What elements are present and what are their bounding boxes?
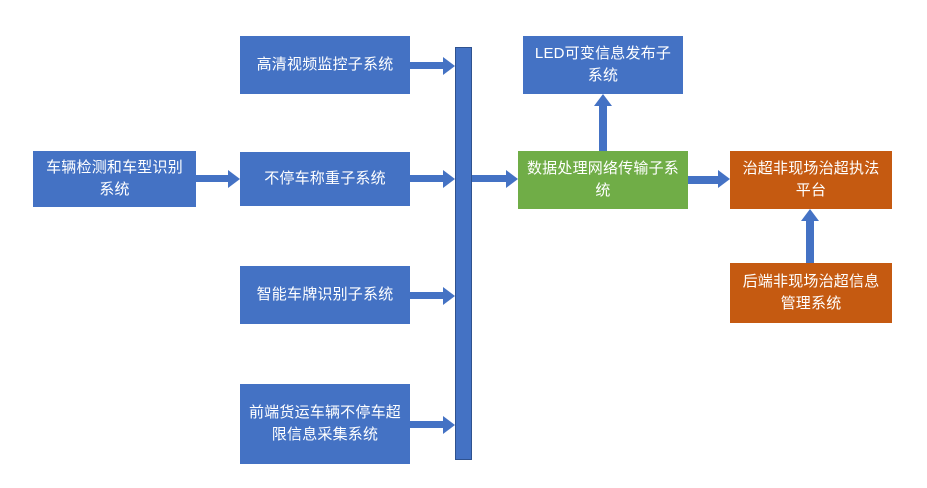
vertical-bus-bar — [455, 47, 472, 460]
node-data-processing[interactable]: 数据处理网络传输子系统 — [518, 151, 688, 209]
node-label-enforcement-platform: 治超非现场治超执法平台 — [742, 160, 880, 199]
node-label-hd-video: 高清视频监控子系统 — [256, 56, 394, 74]
node-plate-recognition[interactable]: 智能车牌识别子系统 — [240, 266, 410, 324]
node-hd-video[interactable]: 高清视频监控子系统 — [240, 36, 410, 94]
node-label-led-publish: LED可变信息发布子系统 — [534, 45, 672, 84]
node-enforcement-platform[interactable]: 治超非现场治超执法平台 — [730, 151, 892, 209]
node-label-vehicle-detection: 车辆检测和车型识别系统 — [46, 159, 183, 198]
node-backend-management[interactable]: 后端非现场治超信息管理系统 — [730, 263, 892, 323]
node-label-front-end-collection: 前端货运车辆不停车超限信息采集系统 — [248, 404, 401, 443]
node-label-plate-recognition: 智能车牌识别子系统 — [256, 286, 394, 304]
node-label-data-processing: 数据处理网络传输子系统 — [526, 160, 679, 199]
node-led-publish[interactable]: LED可变信息发布子系统 — [523, 36, 683, 94]
node-label-weigh-in-motion: 不停车称重子系统 — [264, 170, 386, 188]
node-label-backend-management: 后端非现场治超信息管理系统 — [742, 273, 880, 312]
node-weigh-in-motion[interactable]: 不停车称重子系统 — [240, 152, 410, 206]
node-vehicle-detection[interactable]: 车辆检测和车型识别系统 — [33, 151, 196, 207]
node-front-end-collection[interactable]: 前端货运车辆不停车超限信息采集系统 — [240, 384, 410, 464]
